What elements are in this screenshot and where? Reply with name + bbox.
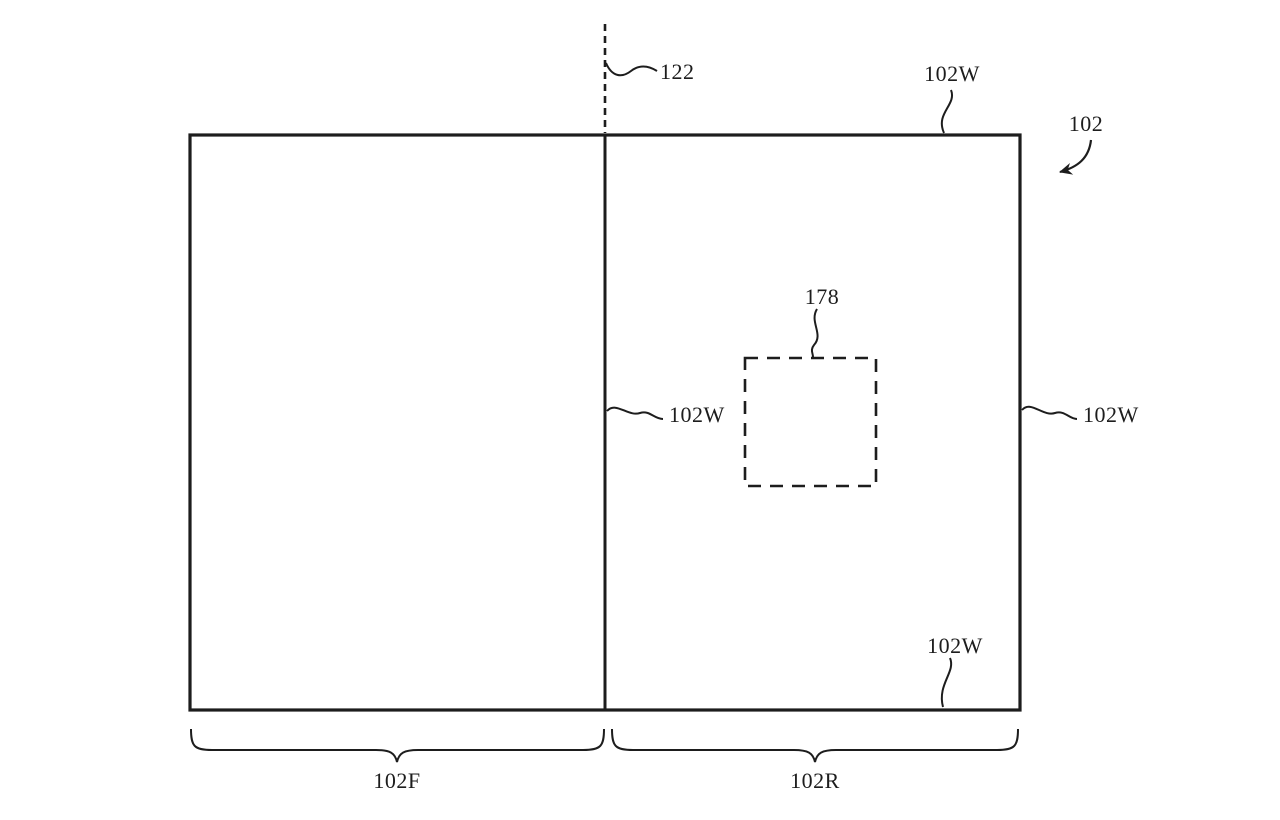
label-window-bottom-102w: 102W (927, 633, 983, 658)
label-window-right-102w: 102W (1083, 402, 1139, 427)
label-front-portion-102f: 102F (373, 768, 420, 793)
brace-102r (611, 728, 1019, 763)
component-178-dashed-box (743, 356, 878, 488)
leader-line-102w-bottom (940, 657, 953, 708)
brace-102f (190, 728, 605, 763)
label-fold-axis-122: 122 (660, 59, 695, 84)
label-window-center-102w: 102W (669, 402, 725, 427)
leader-line-102w-right (1021, 405, 1078, 420)
leader-line-178 (810, 308, 819, 358)
leader-line-102w-middle (606, 406, 664, 420)
leader-line-122 (605, 62, 658, 77)
label-device-102: 102 (1069, 111, 1104, 136)
label-window-top-102w: 102W (924, 61, 980, 86)
leader-line-102w-top (940, 89, 954, 134)
leader-arrow-102 (1059, 139, 1093, 175)
label-component-178: 178 (805, 284, 840, 309)
label-rear-portion-102r: 102R (790, 768, 840, 793)
